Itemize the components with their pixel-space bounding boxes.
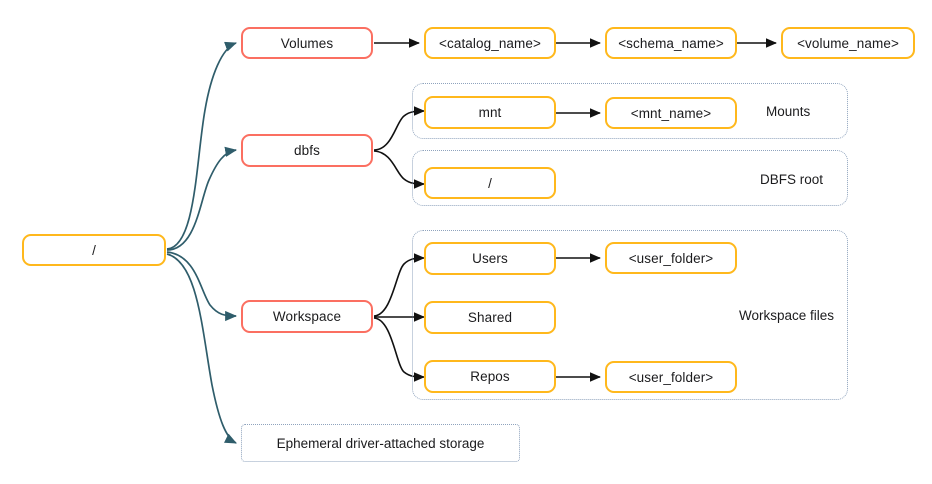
node-schema-name[interactable]: <schema_name> [605, 27, 737, 59]
node-schema-name-label: <schema_name> [618, 35, 724, 51]
node-repos-label: Repos [470, 369, 510, 384]
node-volumes[interactable]: Volumes [241, 27, 373, 59]
node-volume-name-label: <volume_name> [797, 35, 899, 51]
node-volume-name[interactable]: <volume_name> [781, 27, 915, 59]
group-workspace-files-label: Workspace files [739, 308, 835, 323]
node-mnt-name-label: <mnt_name> [630, 105, 712, 121]
node-dbfs-root-slash-label: / [488, 175, 492, 191]
node-mnt-name[interactable]: <mnt_name> [605, 97, 737, 129]
node-catalog-name[interactable]: <catalog_name> [424, 27, 556, 59]
node-mnt-label: mnt [478, 105, 502, 120]
node-ephemeral-storage[interactable]: Ephemeral driver-attached storage [241, 424, 520, 462]
node-root[interactable]: / [22, 234, 166, 266]
node-repos-folder[interactable]: <user_folder> [605, 361, 737, 393]
node-shared[interactable]: Shared [424, 301, 556, 334]
node-repos[interactable]: Repos [424, 360, 556, 393]
node-workspace[interactable]: Workspace [241, 300, 373, 333]
node-mnt[interactable]: mnt [424, 96, 556, 129]
node-volumes-label: Volumes [280, 35, 334, 51]
group-dbfs-root-label: DBFS root [760, 172, 824, 187]
node-dbfs-root-slash[interactable]: / [424, 167, 556, 199]
node-ephemeral-storage-label: Ephemeral driver-attached storage [276, 435, 485, 451]
node-users[interactable]: Users [424, 242, 556, 275]
node-dbfs[interactable]: dbfs [241, 134, 373, 167]
node-users-folder[interactable]: <user_folder> [605, 242, 737, 274]
node-root-label: / [92, 242, 96, 258]
node-users-folder-label: <user_folder> [628, 250, 714, 266]
node-shared-label: Shared [467, 310, 513, 325]
node-workspace-label: Workspace [272, 309, 342, 324]
node-dbfs-label: dbfs [294, 143, 320, 158]
node-catalog-name-label: <catalog_name> [439, 35, 541, 51]
group-mounts-label: Mounts [766, 104, 811, 119]
root-edges [166, 41, 238, 444]
node-repos-folder-label: <user_folder> [628, 369, 714, 385]
node-users-label: Users [472, 251, 508, 266]
